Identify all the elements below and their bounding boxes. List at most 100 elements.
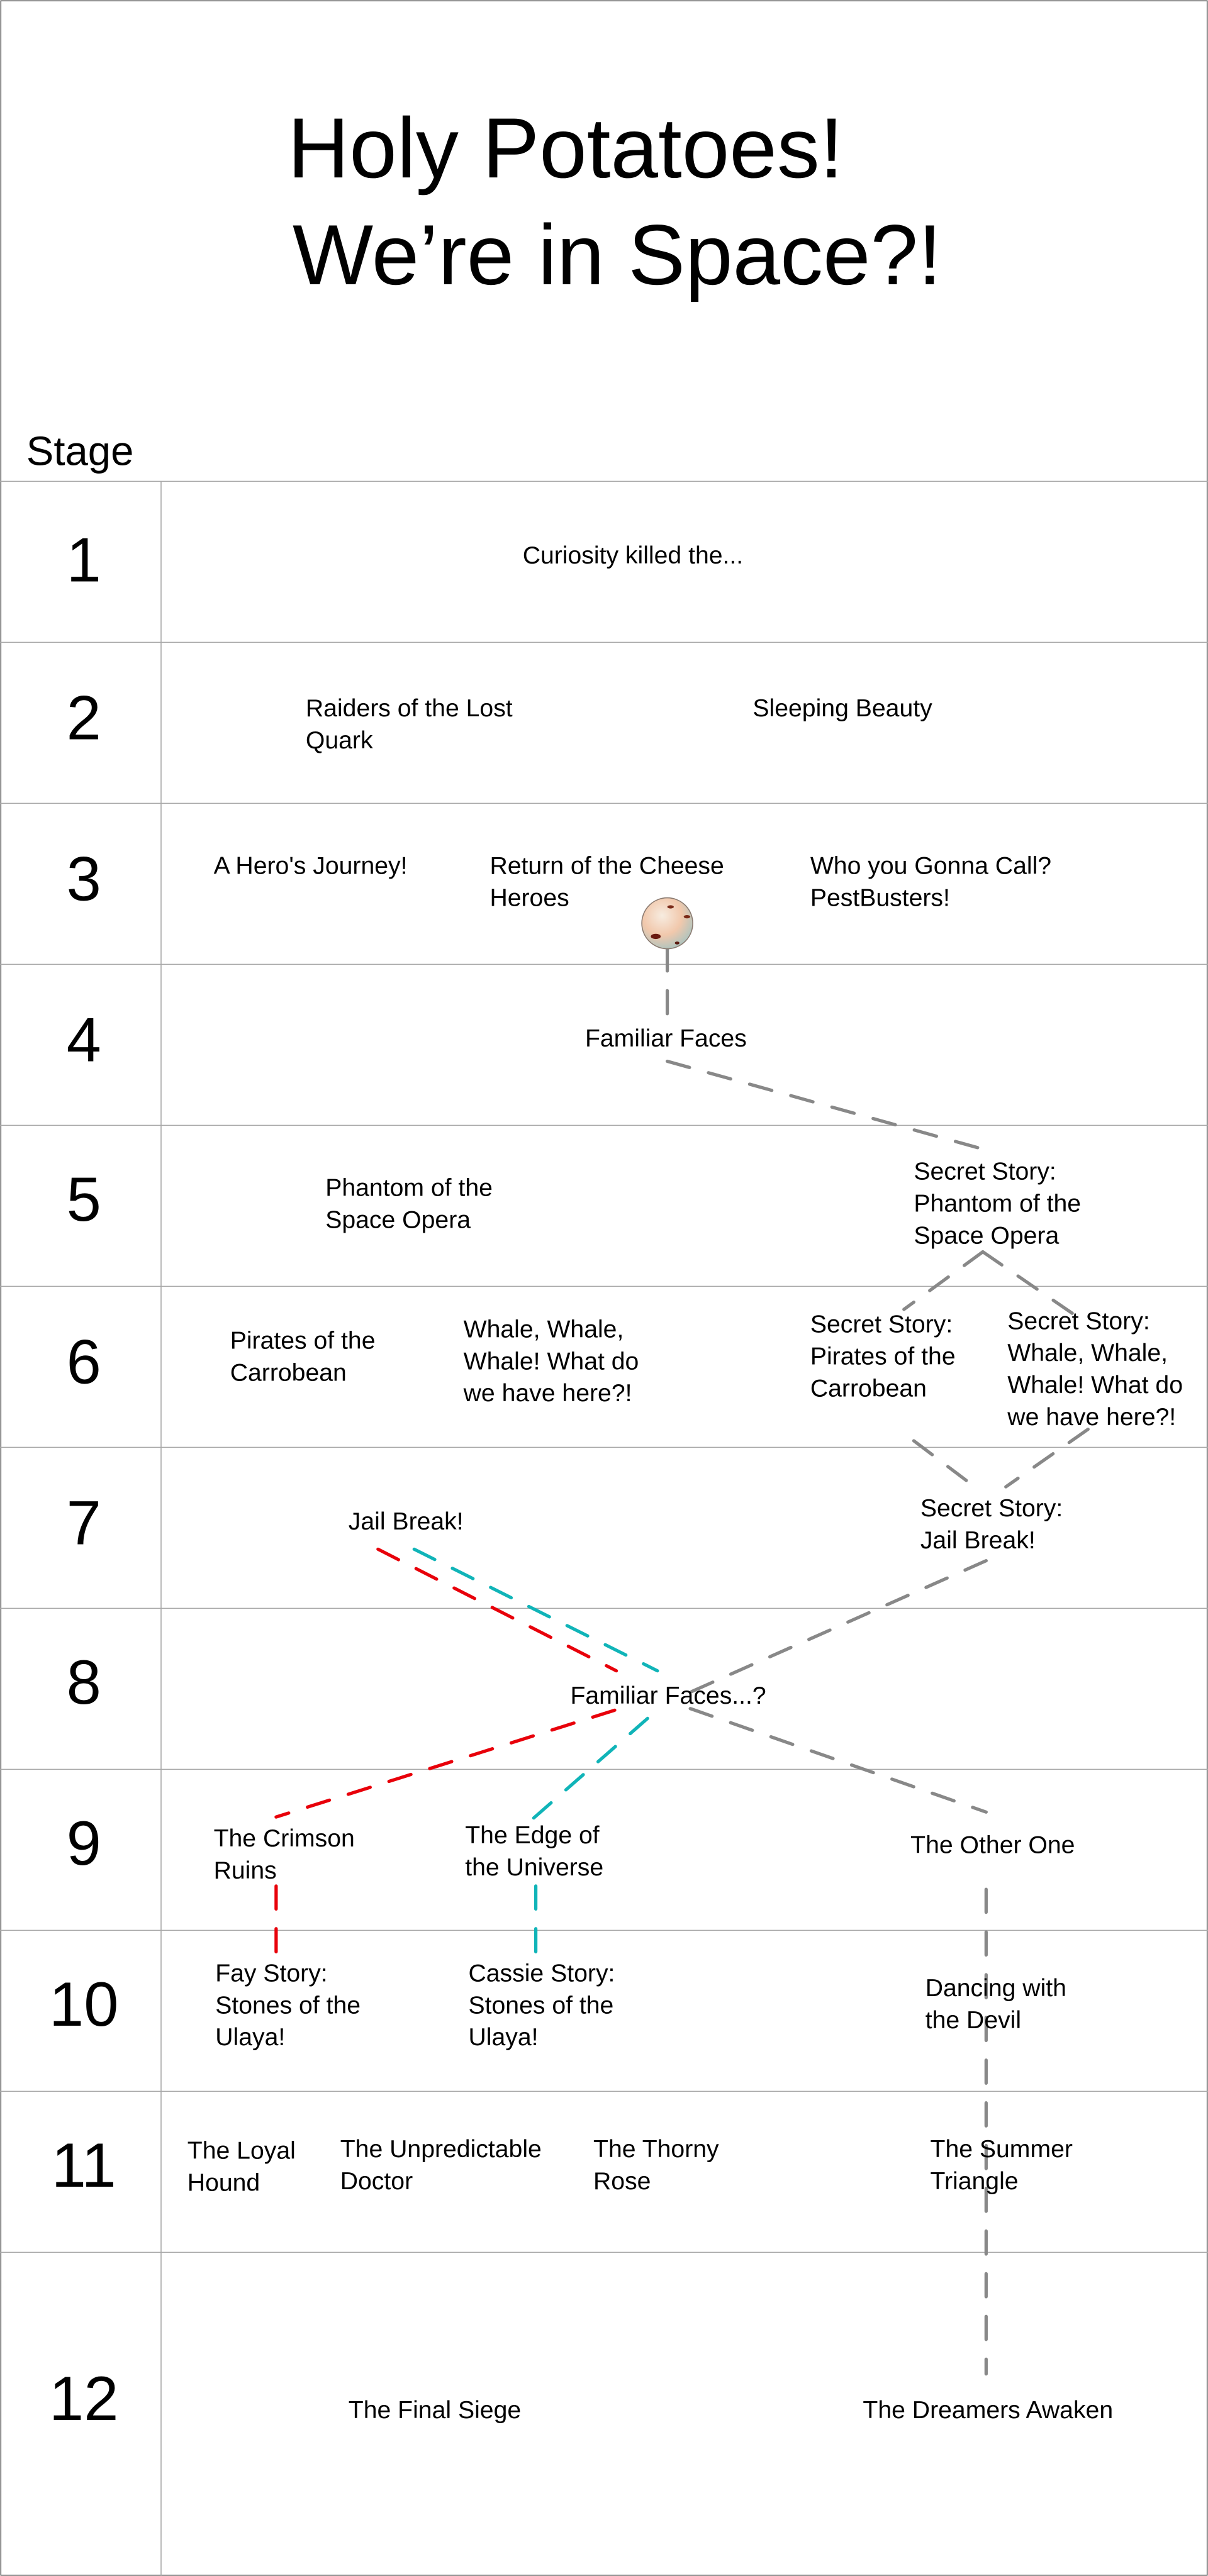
edge-secret-pirates-secret-jailbreak <box>912 1439 983 1494</box>
red-path <box>274 1547 618 1957</box>
story-node: Familiar Faces...? <box>570 1682 766 1709</box>
stage-number-2: 2 <box>67 684 101 753</box>
story-node: Secret Story: Jail Break! <box>920 1495 1063 1554</box>
story-node-line: Doctor <box>340 2168 413 2195</box>
story-node: The Other One <box>910 1832 1075 1859</box>
story-node-line: Jail Break! <box>349 1508 464 1535</box>
story-node-line: Sleeping Beauty <box>752 695 932 722</box>
stage-number-11: 11 <box>52 2131 116 2201</box>
story-node-line: The Loyal <box>187 2137 296 2164</box>
story-node-line: The Edge of <box>465 1822 600 1849</box>
story-node-line: Hound <box>187 2169 260 2196</box>
story-node-line: Carrobean <box>230 1360 347 1387</box>
story-node-line: Whale, Whale, <box>1007 1340 1168 1367</box>
edge-familiar-faces-2-other-one <box>688 1707 988 1814</box>
story-node: The Final Siege <box>349 2397 521 2424</box>
cyan-path <box>412 1547 659 1957</box>
story-node-line: Triangle <box>931 2168 1019 2195</box>
story-node-line: PestBusters! <box>810 885 950 912</box>
story-node-line: Ruins <box>214 1857 277 1884</box>
stage-number-4: 4 <box>67 1006 101 1075</box>
story-node-line: Secret Story: <box>1007 1307 1149 1335</box>
grid <box>0 480 1208 2576</box>
story-node: Sleeping Beauty <box>752 695 932 722</box>
story-node: Familiar Faces <box>585 1025 747 1052</box>
story-node-line: Pirates of the <box>230 1328 376 1355</box>
story-node-line: Secret Story: <box>810 1311 953 1338</box>
story-node-line: Rose <box>593 2168 651 2195</box>
stage-number-8: 8 <box>67 1648 101 1718</box>
stage-column-header: Stage <box>26 428 134 474</box>
story-node-line: The Dreamers Awaken <box>863 2397 1113 2424</box>
story-node-line: The Unpredictable <box>340 2136 542 2163</box>
story-node-line: we have here?! <box>1007 1404 1176 1431</box>
stage-number-12: 12 <box>49 2364 118 2434</box>
story-node-line: Jail Break! <box>920 1527 1036 1554</box>
story-node-line: Whale! What do <box>1007 1372 1183 1399</box>
title-line-2: We’re in Space?! <box>293 207 942 303</box>
story-node: Secret Story: Whale, Whale, Whale! What do… <box>1007 1307 1183 1431</box>
story-node-line: Heroes <box>489 885 569 912</box>
title-line-1: Holy Potatoes! <box>288 100 843 196</box>
edge-secret-whale-secret-jailbreak <box>1004 1428 1090 1489</box>
story-node-line: Return of the Cheese <box>489 853 724 880</box>
story-node-line: Secret Story: <box>914 1158 1056 1185</box>
story-node-line: Familiar Faces...? <box>570 1682 766 1709</box>
stage-number-1: 1 <box>67 526 101 596</box>
story-node: The Dreamers Awaken <box>863 2397 1113 2424</box>
story-node: The Edge of the Universe <box>465 1822 603 1881</box>
edge-familiar-faces-secret-phantom <box>665 1059 988 1152</box>
edge-jailbreak-familiar-faces-2-red <box>376 1547 618 1673</box>
story-node-line: The Summer <box>931 2136 1073 2163</box>
story-node-line: Phantom of the <box>325 1175 493 1202</box>
story-node: Who you Gonna Call? PestBusters! <box>810 853 1051 912</box>
story-nodes: Curiosity killed the... Raiders of the Lo… <box>187 542 1183 2424</box>
edge-jailbreak-familiar-faces-2-cyan <box>412 1547 659 1673</box>
story-node-line: Stones of the <box>468 1992 613 2019</box>
story-node-line: The Other One <box>910 1832 1075 1859</box>
edge-secret-phantom-secret-pirates <box>902 1250 985 1311</box>
stage-number-3: 3 <box>67 845 101 914</box>
edge-secret-jailbreak-familiar-faces-2 <box>688 1559 988 1694</box>
story-node-line: Dancing with <box>926 1975 1066 2002</box>
stage-number-5: 5 <box>67 1165 101 1235</box>
story-node-line: Fay Story: <box>215 1960 328 1987</box>
story-node: Curiosity killed the... <box>523 542 744 569</box>
edge-familiar-faces-2-edge-universe <box>527 1716 649 1824</box>
story-node-line: Quark <box>306 727 373 754</box>
story-node-line: Familiar Faces <box>585 1025 747 1052</box>
gray-path <box>665 946 1090 2376</box>
story-node-line: Cassie Story: <box>468 1960 615 1987</box>
story-node-line: Secret Story: <box>920 1495 1063 1522</box>
story-node-line: The Crimson <box>214 1825 355 1852</box>
story-node-line: the Universe <box>465 1854 603 1881</box>
story-node-line: Whale, Whale, <box>464 1316 624 1343</box>
story-node-line: Raiders of the Lost <box>306 695 513 722</box>
story-node-line: The Final Siege <box>349 2397 521 2424</box>
story-node-line: A Hero's Journey! <box>214 853 408 880</box>
edge-familiar-faces-2-crimson <box>274 1708 617 1819</box>
story-node-line: Who you Gonna Call? <box>810 853 1051 880</box>
path-edges <box>274 946 1090 2376</box>
story-node-line: Space Opera <box>325 1207 471 1234</box>
story-node-line: Pirates of the <box>810 1343 956 1370</box>
story-node-line: Phantom of the <box>914 1191 1081 1218</box>
story-node-line: Whale! What do <box>464 1348 639 1375</box>
stage-number-9: 9 <box>67 1809 101 1879</box>
